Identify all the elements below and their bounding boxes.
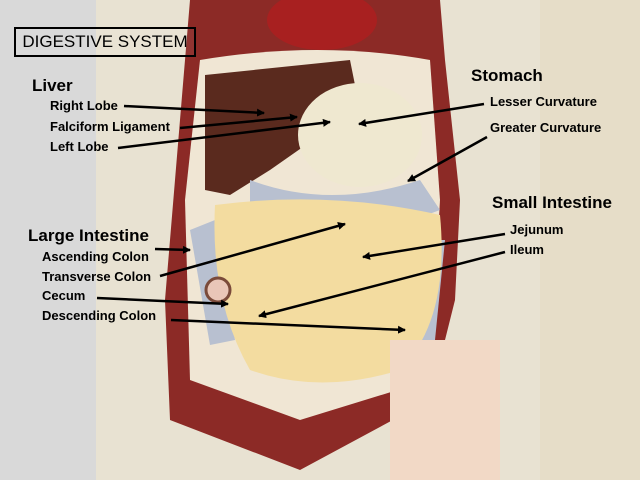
- diagram-title: DIGESTIVE SYSTEM: [14, 27, 196, 57]
- arrow-jejunum: [362, 232, 506, 260]
- arrow-falciform-ligament: [179, 113, 298, 130]
- arrow-transverse-colon: [159, 222, 346, 278]
- arrow-greater-curvature: [407, 135, 488, 183]
- arrow-right-lobe: [123, 104, 265, 117]
- label-ileum: Ileum: [510, 242, 544, 257]
- label-transverse-colon: Transverse Colon: [42, 269, 152, 284]
- label-lesser-curvature: Lesser Curvature: [490, 94, 597, 109]
- label-descending-colon: Descending Colon: [42, 308, 157, 323]
- label-ascending-colon: Ascending Colon: [42, 249, 149, 264]
- label-greater-curvature: Greater Curvature: [490, 120, 602, 135]
- arrow-left-lobe: [117, 118, 331, 150]
- arrow-descending-colon: [170, 318, 406, 334]
- label-cecum: Cecum: [42, 288, 86, 303]
- cecum: [204, 276, 232, 304]
- arrow-ascending-colon: [154, 245, 191, 254]
- label-falciform-ligament: Falciform Ligament: [50, 119, 170, 134]
- large-intestine-heading: Large Intestine: [28, 226, 149, 245]
- model-stand: [540, 0, 640, 480]
- lower-organs: [390, 340, 500, 480]
- heart: [267, 0, 377, 50]
- liver-heading: Liver: [32, 76, 73, 95]
- label-right-lobe: Right Lobe: [50, 98, 118, 113]
- arrow-lesser-curvature: [358, 102, 485, 127]
- arrow-cecum: [96, 296, 229, 308]
- stomach-heading: Stomach: [471, 66, 543, 85]
- arrow-ileum: [258, 250, 506, 319]
- small-intestine-heading: Small Intestine: [492, 193, 612, 212]
- label-left-lobe: Left Lobe: [50, 139, 109, 154]
- stomach: [298, 83, 422, 187]
- label-jejunum: Jejunum: [510, 222, 564, 237]
